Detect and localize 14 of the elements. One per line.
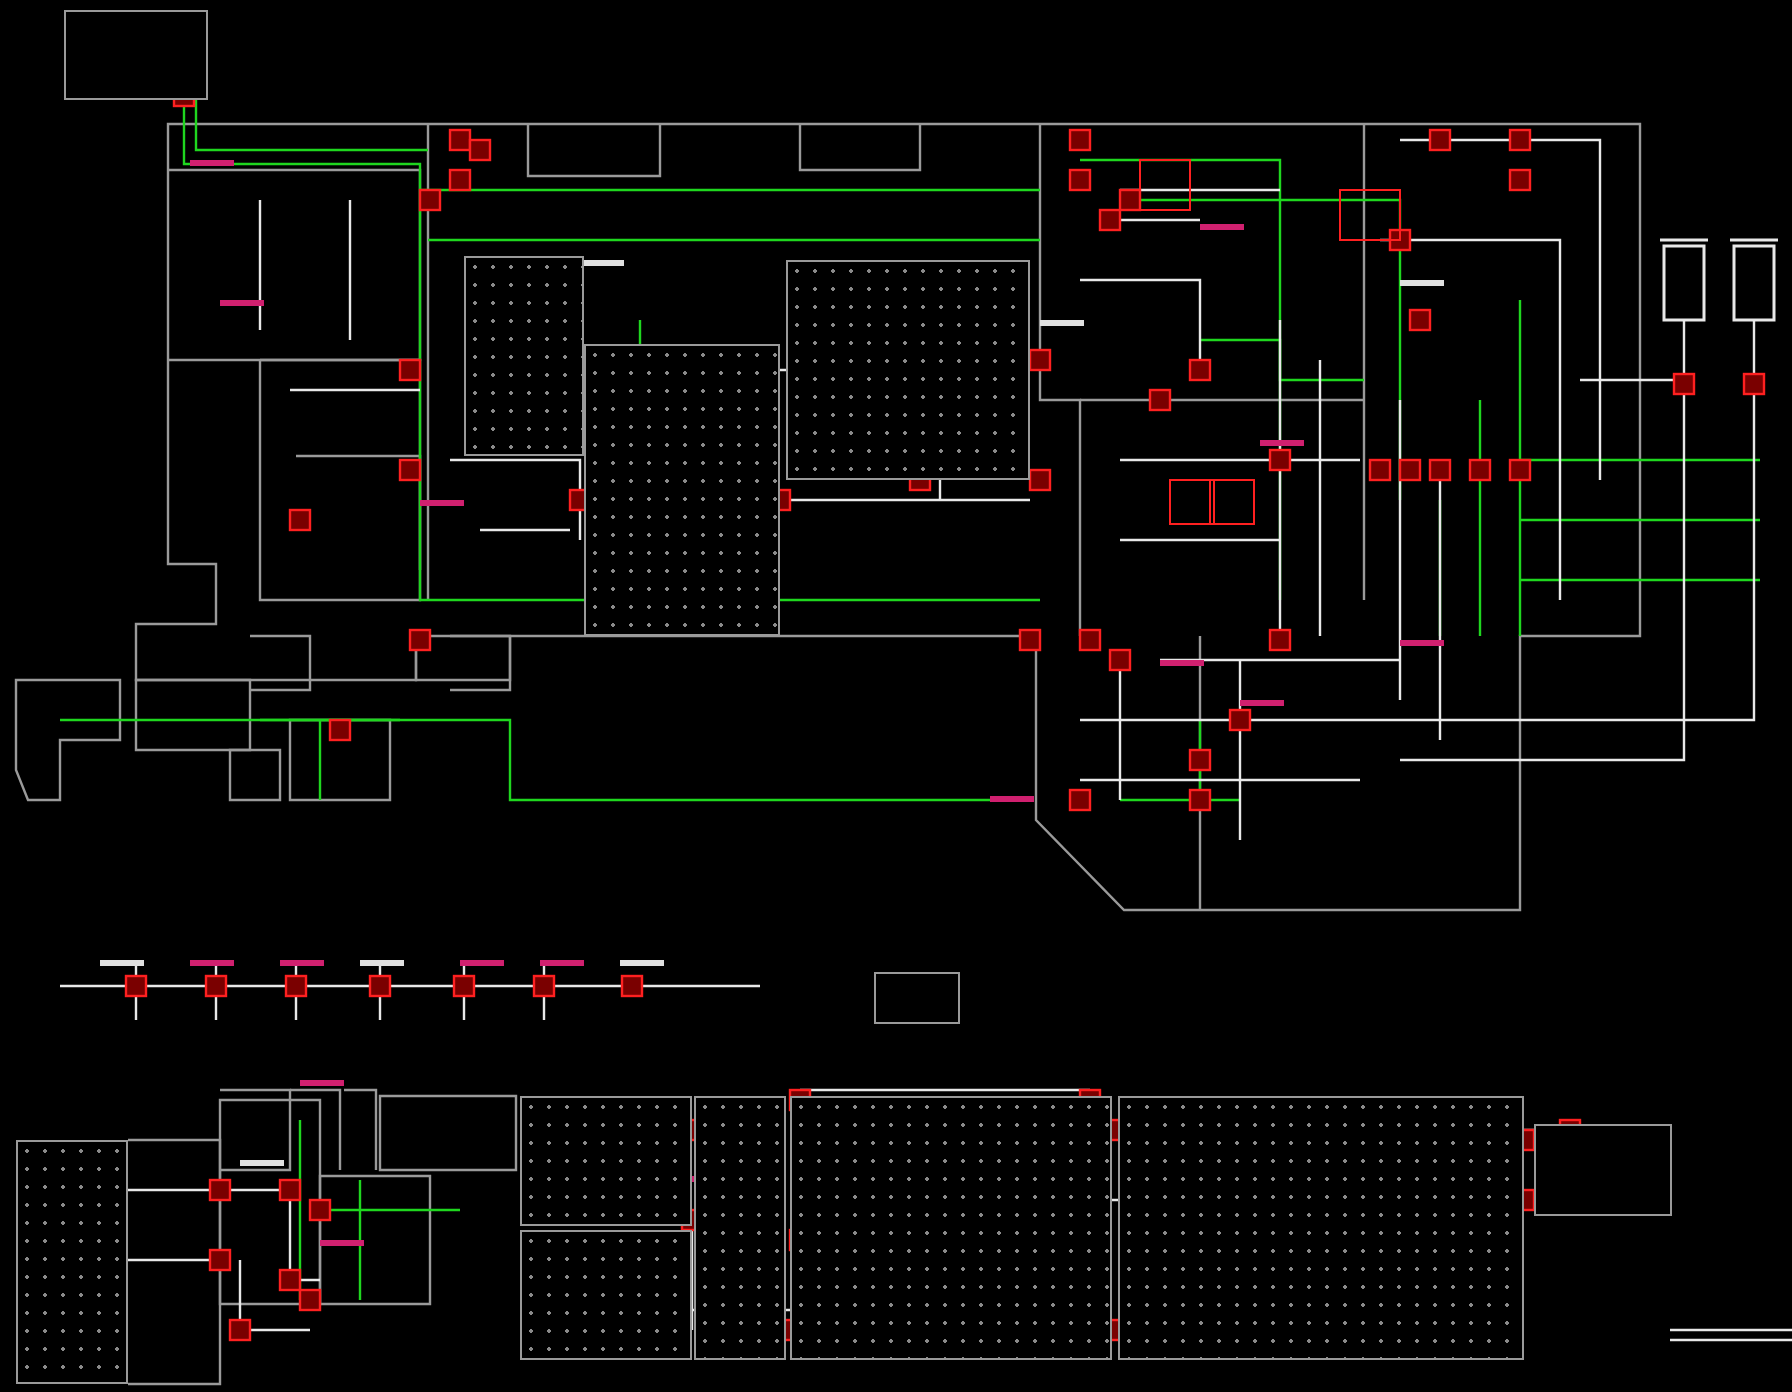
room-outline [464,256,584,456]
room-outline [520,1096,692,1226]
room-outline [1118,1096,1524,1360]
room-outline [874,972,960,1024]
room-outline [1534,1124,1672,1216]
tank-symbol [1734,240,1774,320]
tank-symbol [1664,240,1704,320]
room-outline [786,260,1030,480]
room-outline [64,10,208,100]
room-outline [520,1230,692,1360]
room-outline [584,344,780,636]
room-outline [694,1096,786,1360]
room-outline [16,1140,128,1384]
room-outline [790,1096,1112,1360]
